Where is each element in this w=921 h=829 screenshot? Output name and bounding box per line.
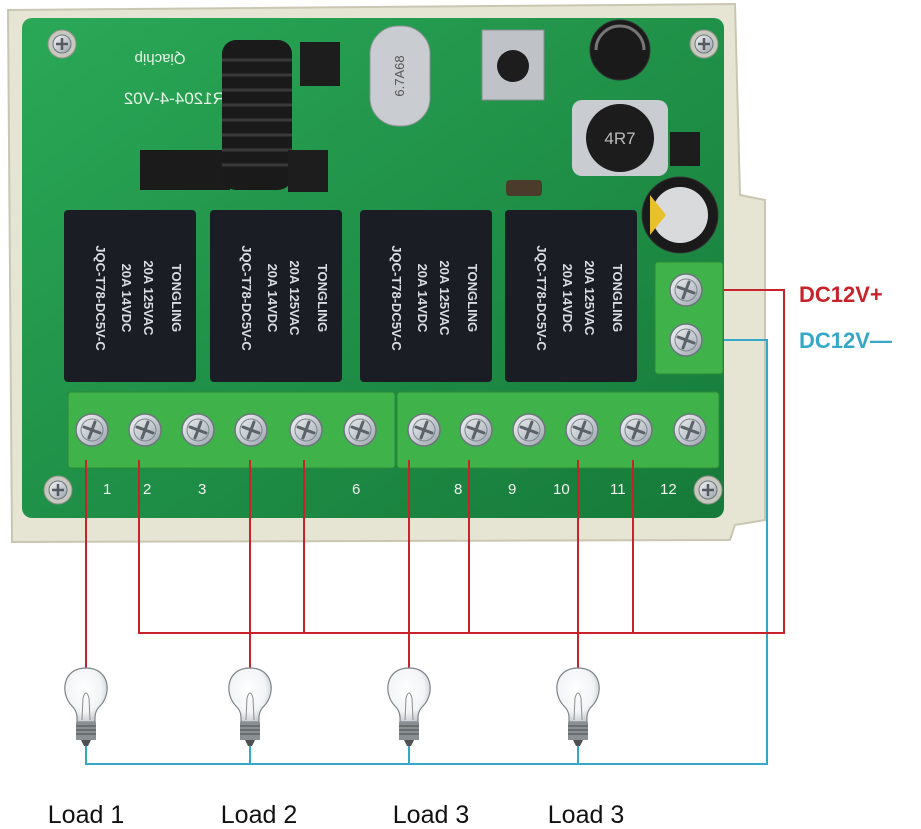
terminal-screw-icon (406, 412, 442, 448)
terminal-number: 6 (352, 481, 360, 498)
light-bulb-icon (228, 667, 272, 746)
supply-negative-label: DC12V— (799, 328, 892, 353)
mounting-screw-icon (692, 474, 724, 506)
terminal-screw-icon (127, 412, 163, 448)
terminal-screw-icon (180, 412, 216, 448)
light-bulb-icon (64, 667, 108, 746)
output-terminal-block (67, 391, 720, 469)
relay-module: KR1204-4-V02 Qiachip 6.7A68 (6, 2, 766, 544)
ic-chip (140, 150, 230, 190)
terminal-screw-icon (618, 412, 654, 448)
relay-1: TONGLING 20A 125VAC 20A 14VDC JQC-T78-DC… (64, 210, 196, 382)
relay-rating-ac: 20A 125VAC (437, 260, 452, 336)
terminal-number: 8 (454, 481, 462, 498)
terminal-screw-icon (564, 412, 600, 448)
relay-4: TONGLING 20A 125VAC 20A 14VDC JQC-T78-DC… (505, 210, 637, 382)
relay-rating-dc: 20A 14VDC (119, 264, 134, 333)
capacitor-icon (589, 19, 651, 81)
relay-part-number: JQC-T78-DC5V-C (389, 245, 404, 351)
relay-rating-dc: 20A 14VDC (415, 264, 430, 333)
mounting-screw-icon (42, 474, 74, 506)
relay-part-number: JQC-T78-DC5V-C (534, 245, 549, 351)
supply-positive-label: DC12V+ (799, 282, 883, 307)
relay-3: TONGLING 20A 125VAC 20A 14VDC JQC-T78-DC… (360, 210, 492, 382)
mounting-screw-icon (46, 28, 78, 60)
terminal-number: 11 (610, 481, 626, 498)
relay-rating-ac: 20A 125VAC (582, 260, 597, 336)
relay-2: TONGLING 20A 125VAC 20A 14VDC JQC-T78-DC… (210, 210, 342, 382)
load-label: Load 1 (48, 801, 124, 829)
inductor-icon: 4R7 (572, 100, 668, 176)
smd-capacitor (506, 180, 542, 196)
voltage-regulator (300, 42, 340, 86)
terminal-screw-icon (74, 412, 110, 448)
crystal-label: 6.7A68 (392, 55, 407, 96)
load-label: Load 2 (221, 801, 297, 829)
terminal-screw-icon (288, 412, 324, 448)
relay-rating-ac: 20A 125VAC (287, 260, 302, 336)
light-bulb-icon (556, 667, 600, 746)
terminal-number: 9 (508, 481, 516, 498)
relay-part-number: JQC-T78-DC5V-C (93, 245, 108, 351)
board-brand-label: Qiachip (135, 50, 186, 67)
relay-part-number: JQC-T78-DC5V-C (239, 245, 254, 351)
relay-rating-dc: 20A 14VDC (560, 264, 575, 333)
positive-wiring (85, 289, 785, 668)
terminal-screw-icon (668, 322, 704, 358)
smd-chip (288, 150, 328, 192)
smd-chip (670, 132, 700, 166)
terminal-screw-icon (342, 412, 378, 448)
relay-brand: TONGLING (465, 264, 480, 332)
crystal-oscillator: 6.7A68 (369, 25, 431, 127)
relay-rating-ac: 20A 125VAC (141, 260, 156, 336)
relay-rating-dc: 20A 14VDC (265, 264, 280, 333)
capacitor-icon (641, 176, 719, 254)
antenna-coil-icon (222, 40, 292, 190)
terminal-screw-icon (458, 412, 494, 448)
learn-button (481, 29, 545, 101)
board-model-label: KR1204-4-V02 (124, 89, 236, 108)
terminal-screw-icon (668, 272, 704, 308)
load-label: Load 3 (548, 801, 624, 829)
power-terminal-block (654, 261, 724, 375)
mounting-screw-icon (688, 28, 720, 60)
terminal-screw-icon (511, 412, 547, 448)
relay-brand: TONGLING (315, 264, 330, 332)
terminal-number: 10 (553, 481, 570, 498)
terminal-numbers: 1 2 3 6 8 9 10 11 12 (103, 481, 677, 498)
terminal-number: 3 (198, 481, 206, 498)
load-label: Load 3 (393, 801, 469, 829)
terminal-screw-icon (672, 412, 708, 448)
relay-brand: TONGLING (169, 264, 184, 332)
terminal-number: 1 (103, 481, 111, 498)
terminal-number: 12 (660, 481, 677, 498)
terminal-number: 2 (143, 481, 151, 498)
light-bulb-icon (387, 667, 431, 746)
inductor-label: 4R7 (604, 129, 635, 148)
relay-brand: TONGLING (610, 264, 625, 332)
terminal-screw-icon (233, 412, 269, 448)
